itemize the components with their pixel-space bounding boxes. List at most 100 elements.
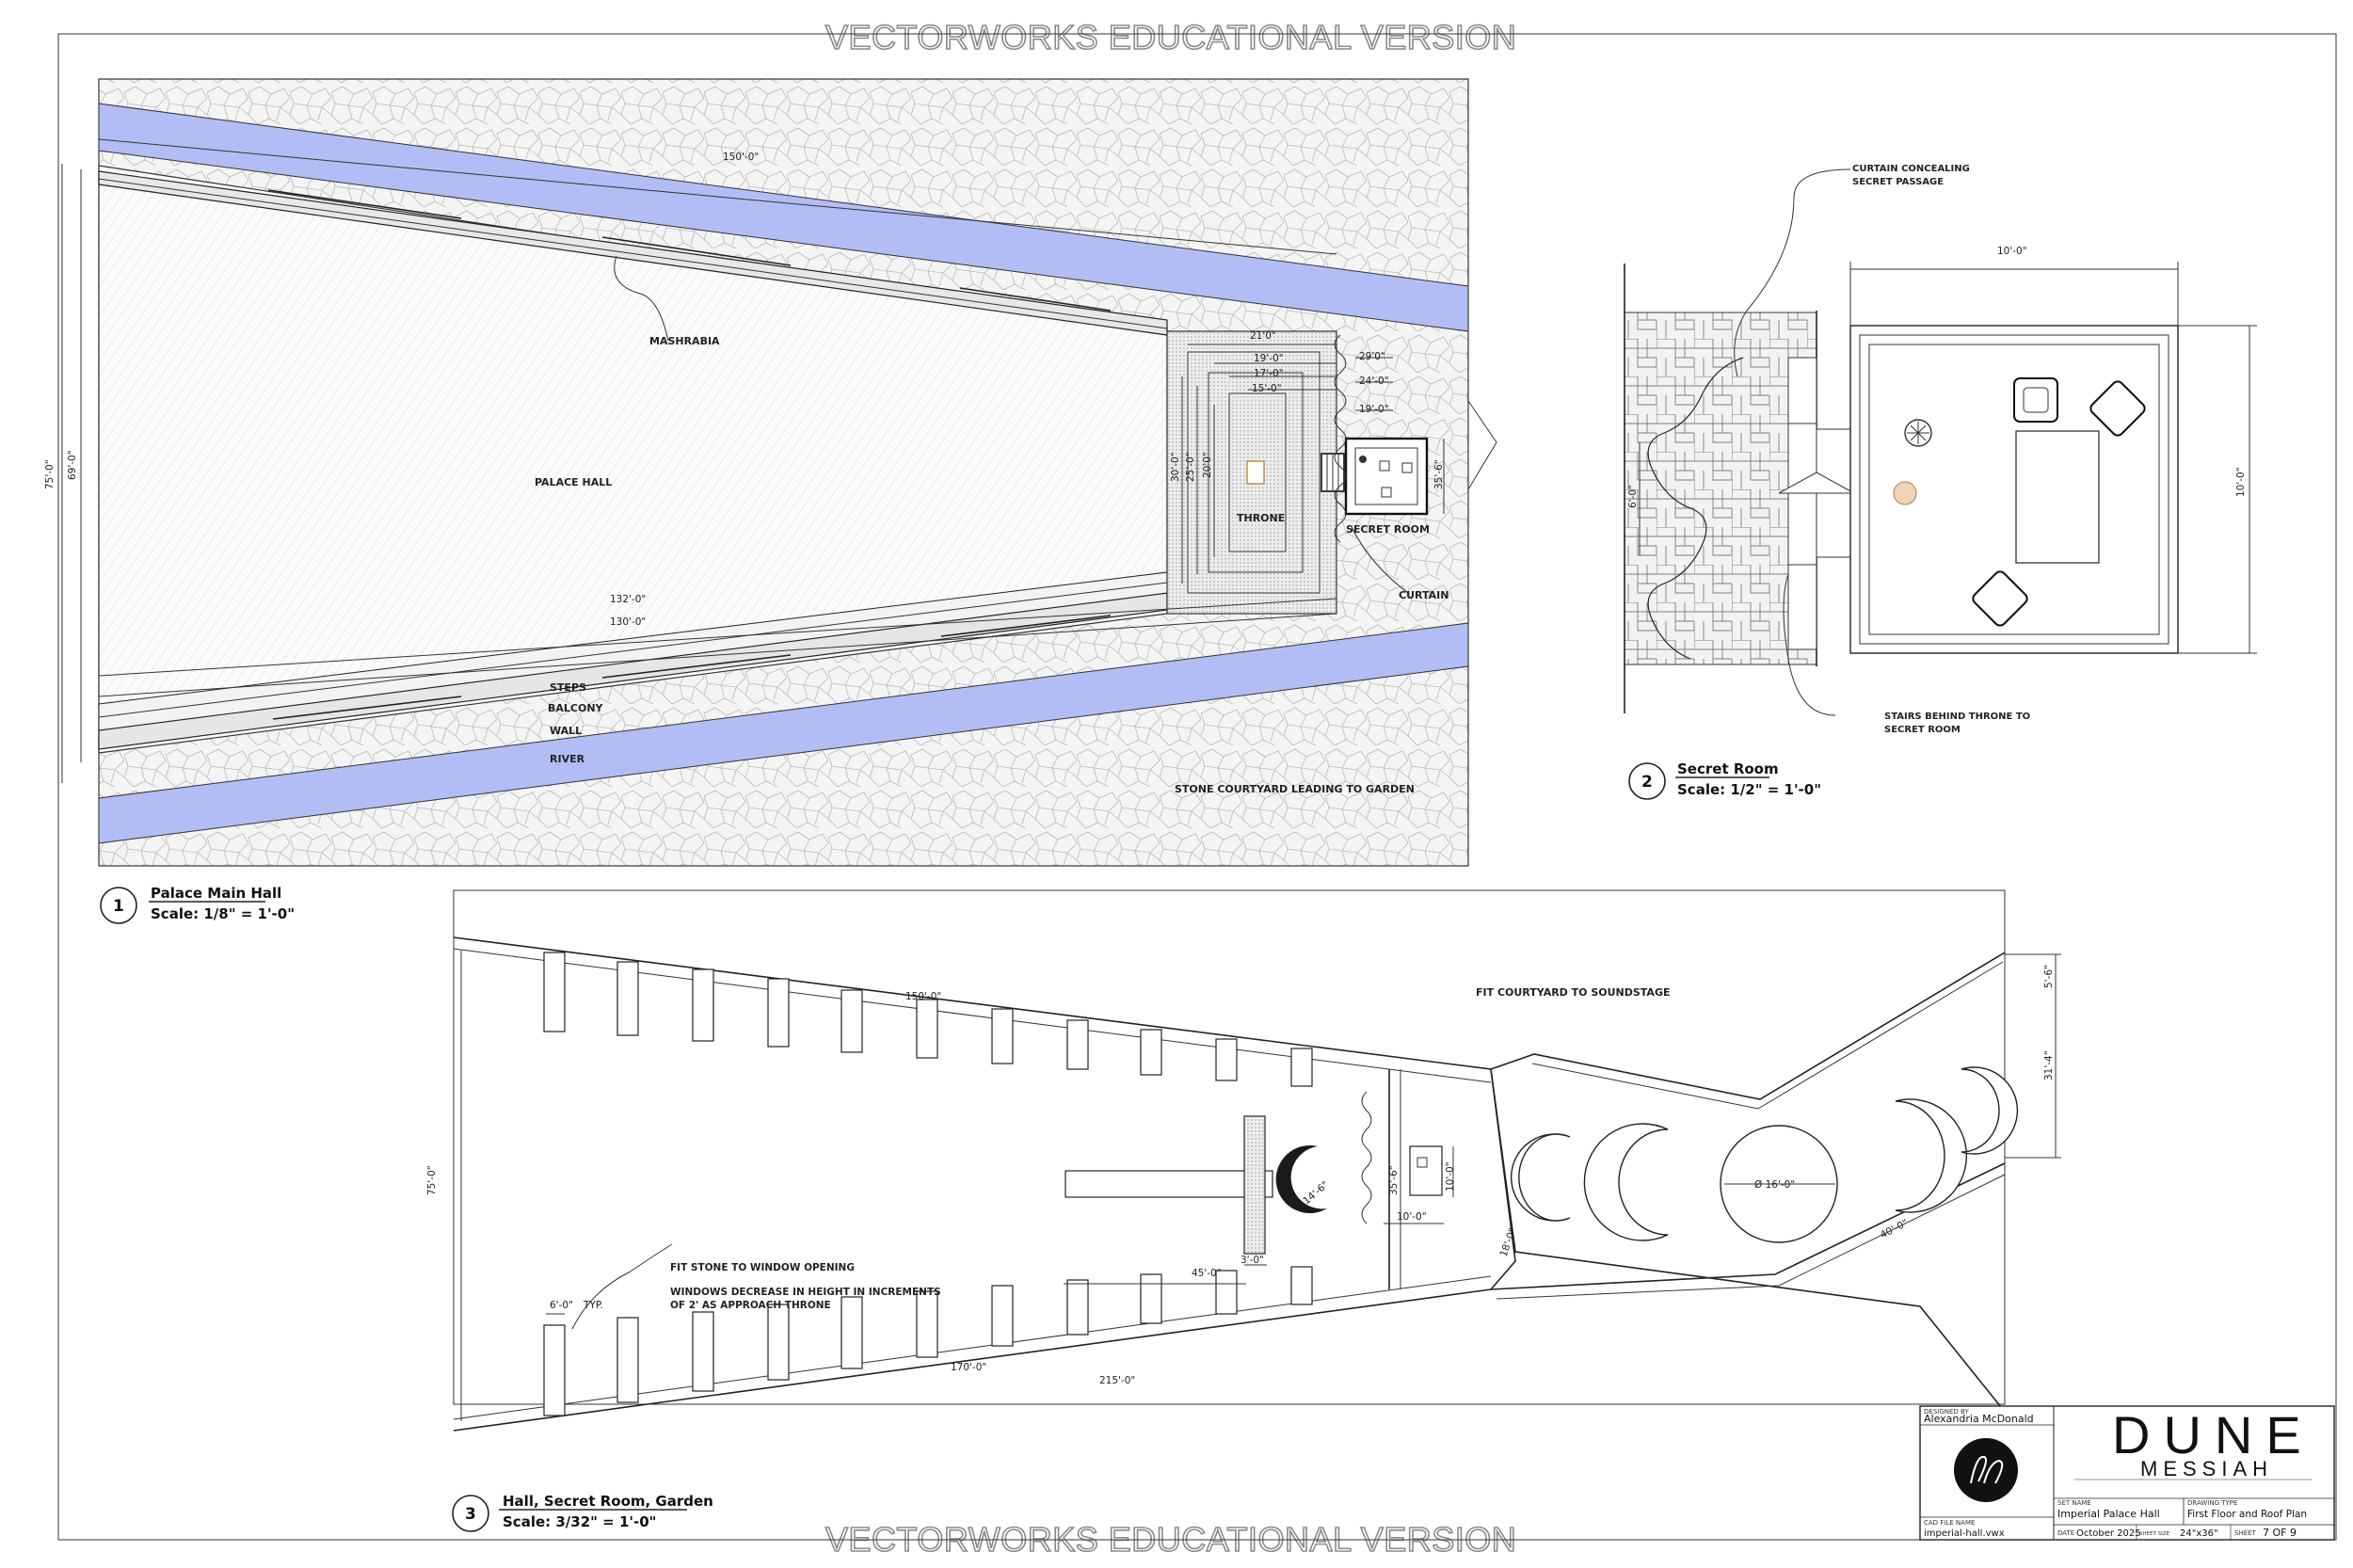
dim-21: 21'0" <box>1250 330 1276 342</box>
throne-label: THRONE <box>1237 512 1285 524</box>
stairs-note-2: SECRET ROOM <box>1884 725 1961 735</box>
steps-label: STEPS <box>550 681 586 694</box>
window-row-bottom <box>543 1266 1313 1416</box>
designed-by-label: DESIGNED BY <box>1924 1408 1969 1416</box>
dim-v30: 30'-0" <box>1170 452 1181 482</box>
view-1-palace-main-hall: MASHRABIA PALACE HALL THRONE SECRET ROOM… <box>44 78 1497 924</box>
dim-24: 24'-0" <box>1359 376 1389 387</box>
dim-17: 17'-0" <box>1254 368 1284 379</box>
sheet-number: 7 OF 9 <box>2263 1527 2297 1539</box>
view-1-number: 1 <box>113 897 124 916</box>
moon-2 <box>1583 1123 1669 1241</box>
v3-dim-6: 6'-0" <box>550 1300 573 1311</box>
dim-19a: 19'-0" <box>1254 353 1284 364</box>
moon-4 <box>1895 1098 1967 1213</box>
v3-dim-355: 35'-6" <box>1388 1165 1400 1195</box>
courtyard-label: STONE COURTYARD LEADING TO GARDEN <box>1175 783 1415 795</box>
dim-150-top: 150'-0" <box>723 152 759 163</box>
garden-outline <box>1490 952 2006 1100</box>
designer-logo <box>1954 1438 2018 1502</box>
view-3-scale: Scale: 3/32" = 1'-0" <box>503 1513 656 1530</box>
mashrabia-label: MASHRABIA <box>649 335 720 347</box>
view-2-scale: Scale: 1/2" = 1'-0" <box>1677 781 1821 798</box>
dim-v25: 25'-0" <box>1185 452 1196 482</box>
view-1-title: Palace Main Hall <box>151 885 281 902</box>
v3-dim-10a: 10'-0" <box>1445 1161 1456 1192</box>
fit-courtyard-label: FIT COURTYARD TO SOUNDSTAGE <box>1476 986 1671 999</box>
view-3-hall-secret-room-garden: FIT COURTYARD TO SOUNDSTAGE FIT STONE TO… <box>426 889 2061 1532</box>
dim-130: 130'-0" <box>610 616 646 628</box>
v3-dim-18: 18'-0" <box>1498 1226 1519 1258</box>
curtain-label: CURTAIN <box>1399 589 1449 601</box>
river-top <box>98 103 1469 332</box>
drawing-type: First Floor and Roof Plan <box>2187 1509 2307 1520</box>
sheet-label: SHEET <box>2234 1529 2257 1537</box>
curtain-note-1: CURTAIN CONCEALING <box>1852 164 1970 174</box>
windows-note-2: OF 2' AS APPROACH THRONE <box>670 1300 831 1311</box>
show-subtitle: MESSIAH <box>2140 1457 2273 1480</box>
v3-dim-314: 31'-4" <box>2043 1050 2055 1080</box>
cad-file: imperial-hall.vwx <box>1924 1528 2005 1539</box>
sheet-size: 24"x36" <box>2180 1528 2218 1539</box>
dim-132: 132'-0" <box>610 594 646 605</box>
figure-icon <box>1893 481 1917 505</box>
cad-label: CAD FILE NAME <box>1924 1519 1975 1527</box>
sheet-size-label: SHEET SIZE <box>2139 1531 2170 1537</box>
rug <box>2015 430 2100 564</box>
v3-dim-215: 215'-0" <box>1099 1375 1135 1386</box>
view-2-title: Secret Room <box>1677 760 1779 777</box>
show-title: DUNE <box>2112 1405 2314 1464</box>
brick-floor <box>1624 312 1817 665</box>
view-3-title: Hall, Secret Room, Garden <box>503 1493 713 1510</box>
curtain-squiggle <box>1334 334 1347 543</box>
curtain-note-2: SECRET PASSAGE <box>1852 177 1944 187</box>
secret-room-label: SECRET ROOM <box>1346 523 1430 536</box>
window-row-top <box>543 952 1313 1087</box>
balcony-label: BALCONY <box>548 702 604 714</box>
v3-dim-45: 45'-0" <box>1192 1268 1222 1279</box>
title-block: DESIGNED BY Alexandria McDonald CAD FILE… <box>1919 1405 2335 1541</box>
dim-15: 15'-0" <box>1252 383 1282 394</box>
v3-dim-75: 75'-0" <box>426 1165 438 1195</box>
dim-69: 69'-0" <box>67 450 78 480</box>
palace-hall-label: PALACE HALL <box>535 476 612 488</box>
throne-icon <box>1246 460 1265 485</box>
moon-1 <box>1510 1133 1571 1222</box>
view-2-secret-room: 10'-0" 10'-0" 6'-0" CURTAIN CONCEALING S… <box>1624 164 2257 800</box>
dim-19b: 19'-0" <box>1359 404 1389 415</box>
v3-dim-40: 40'-0" <box>1879 1217 1910 1240</box>
stairs-note-1: STAIRS BEHIND THRONE TO <box>1884 712 2030 722</box>
v3-dim-150: 150'-0" <box>905 991 941 1002</box>
v3-dim-14: 14'-6" <box>1301 1179 1331 1207</box>
date-label: DATE <box>2057 1529 2074 1537</box>
set-name: Imperial Palace Hall <box>2057 1508 2160 1520</box>
river-bottom <box>98 622 1469 844</box>
drawing-type-label: DRAWING TYPE <box>2187 1499 2237 1507</box>
secret-room-plan <box>1344 437 1429 516</box>
runway-vertical <box>1243 1115 1266 1255</box>
sheet-border <box>57 33 2337 1541</box>
dim-29: 29'0" <box>1359 351 1385 362</box>
designed-by: Alexandria McDonald <box>1924 1413 2034 1425</box>
v3-dim-170: 170'-0" <box>951 1362 986 1373</box>
wall-label: WALL <box>550 725 582 737</box>
v3-dim-16: Ø 16'-0" <box>1754 1179 1795 1191</box>
secret-room-small <box>1409 1145 1443 1196</box>
dim-75: 75'-0" <box>44 459 56 489</box>
dim-v35: 35'-6" <box>1433 459 1445 489</box>
view-2-number: 2 <box>1641 773 1653 792</box>
river-label: RIVER <box>550 753 585 765</box>
set-name-label: SET NAME <box>2057 1499 2091 1507</box>
curtain-waves <box>1647 357 1744 660</box>
watermark-top: VECTORWORKS EDUCATIONAL VERSION <box>825 18 1516 56</box>
runway-horizontal <box>1064 1170 1273 1198</box>
dim-v20: 20'0" <box>1202 452 1213 478</box>
v3-dim-10b: 10'-0" <box>1397 1211 1427 1223</box>
secret-dim-width: 10'-0" <box>1997 246 2027 257</box>
windows-note-1: WINDOWS DECREASE IN HEIGHT IN INCREMENTS <box>670 1287 941 1298</box>
fit-stone-label: FIT STONE TO WINDOW OPENING <box>670 1262 855 1273</box>
view-1-scale: Scale: 1/8" = 1'-0" <box>151 905 295 922</box>
secret-dim-height: 10'-0" <box>2235 467 2247 497</box>
typ-label: TYP. <box>583 1300 603 1311</box>
